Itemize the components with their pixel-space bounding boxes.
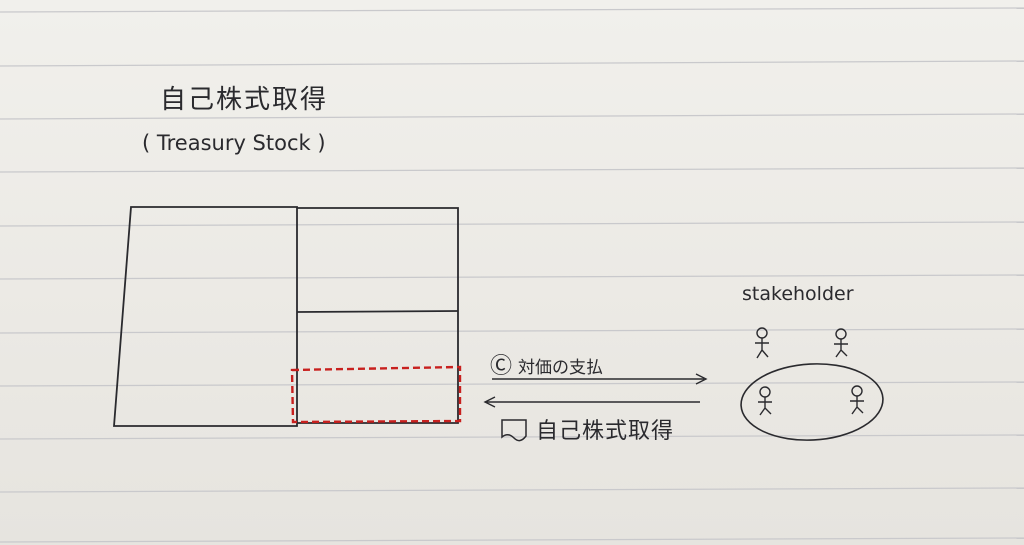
ruled-lines: [0, 7, 1024, 543]
stock-certificate-icon: [501, 419, 527, 442]
acquisition-arrowhead-icon: [483, 396, 496, 408]
stakeholder-group-ellipse: [740, 363, 884, 441]
acquisition-label: 自己株式取得: [536, 419, 674, 444]
person-icon: [834, 328, 848, 358]
liabilities-equity-box: [297, 207, 459, 424]
person-icon: [755, 327, 769, 359]
liabilities-divider: [296, 310, 459, 313]
title-japanese: 自己株式取得: [160, 85, 328, 115]
assets-box: [113, 206, 298, 427]
payment-symbol: Ⓒ: [490, 354, 512, 379]
payment-label: 対価の支払: [518, 358, 603, 378]
title-english: ( Treasury Stock ): [142, 131, 326, 155]
stakeholder-label: stakeholder: [742, 283, 854, 305]
treasury-stock-dashed-box: [290, 365, 462, 424]
person-icon: [758, 386, 772, 416]
payment-arrowhead-icon: [695, 373, 708, 385]
person-icon: [850, 385, 864, 415]
